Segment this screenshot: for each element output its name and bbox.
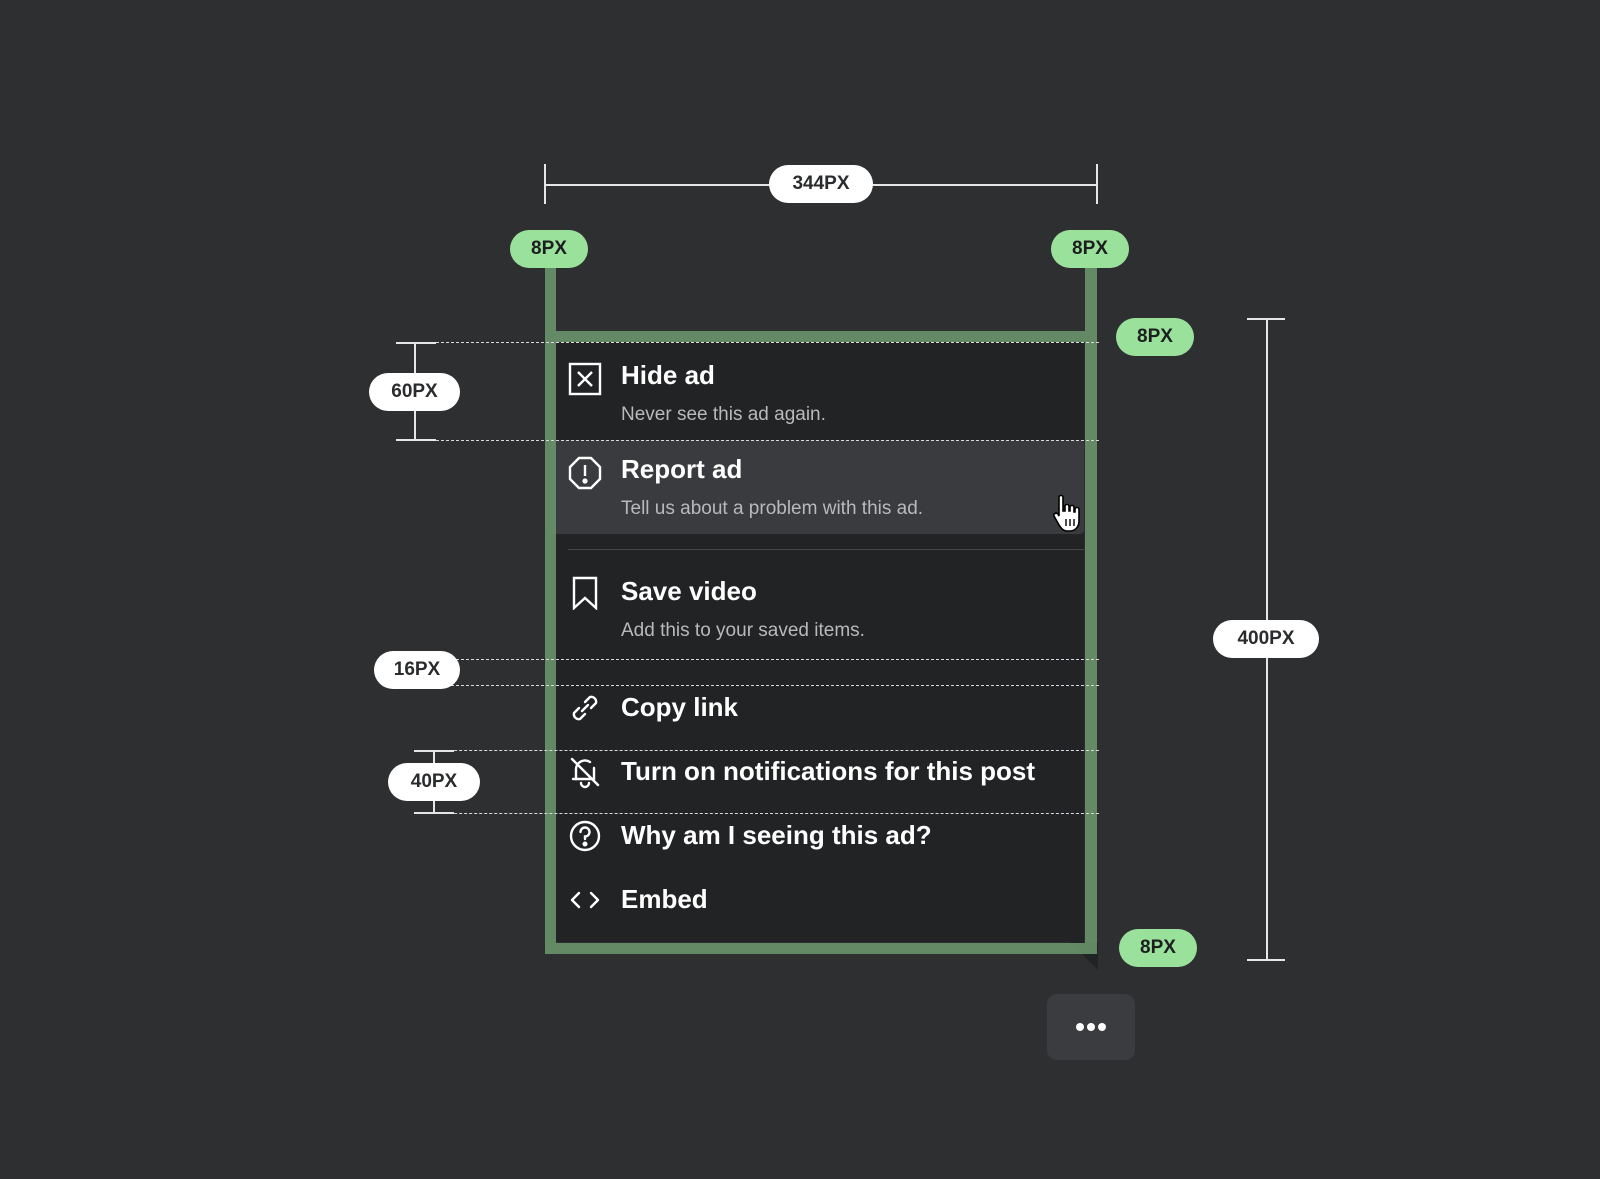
padding-top-badge: 8PX xyxy=(1116,318,1194,356)
more-options-button[interactable] xyxy=(1047,994,1135,1060)
large-item-measurement-badge: 60PX xyxy=(369,373,460,411)
menu-item-embed[interactable]: Embed xyxy=(551,868,1084,932)
height-measurement-badge: 400PX xyxy=(1213,620,1319,658)
height-dimension-cap-bottom xyxy=(1247,959,1285,961)
menu-item-description: Add this to your saved items. xyxy=(621,620,865,641)
small-item-measurement-badge: 40PX xyxy=(388,763,480,801)
menu-divider xyxy=(568,549,1084,550)
ad-options-menu: Hide ad Never see this ad again. Report … xyxy=(551,342,1084,942)
close-box-icon xyxy=(568,362,602,396)
small-item-dimension-cap-bottom xyxy=(414,812,454,814)
menu-item-title: Copy link xyxy=(621,692,739,722)
padding-bottom-badge: 8PX xyxy=(1119,929,1197,967)
alert-octagon-icon xyxy=(568,456,602,490)
menu-item-title: Hide ad xyxy=(621,360,715,390)
padding-top-overlay xyxy=(556,331,1085,342)
gap-measurement-badge: 16PX xyxy=(374,651,460,689)
padding-bottom-overlay xyxy=(556,943,1085,954)
menu-item-copy-link[interactable]: Copy link xyxy=(551,676,1084,740)
link-icon xyxy=(568,691,602,725)
menu-item-title: Embed xyxy=(621,884,708,914)
menu-item-why-this-ad[interactable]: Why am I seeing this ad? xyxy=(551,804,1084,868)
width-measurement-badge: 344PX xyxy=(769,165,873,203)
code-icon xyxy=(568,883,602,917)
guide-item-top xyxy=(396,342,1099,343)
guide-gap-top xyxy=(451,659,1099,660)
guide-small-top xyxy=(414,750,1099,751)
menu-item-save-video[interactable]: Save video Add this to your saved items. xyxy=(551,554,1084,652)
menu-item-title: Report ad xyxy=(621,454,743,484)
padding-left-overlay xyxy=(545,268,556,954)
small-item-dimension-cap-top xyxy=(414,750,454,752)
menu-item-title: Save video xyxy=(621,576,757,606)
height-dimension-cap-top xyxy=(1247,318,1285,320)
bell-off-icon xyxy=(568,755,602,789)
guide-gap-bottom xyxy=(451,685,1099,686)
menu-item-hide-ad[interactable]: Hide ad Never see this ad again. xyxy=(551,342,1084,440)
pointer-cursor-icon xyxy=(1053,494,1083,534)
menu-item-title: Turn on notifications for this post xyxy=(621,756,1036,786)
padding-right-overlay xyxy=(1085,268,1097,954)
menu-item-notifications[interactable]: Turn on notifications for this post xyxy=(551,740,1084,804)
menu-item-description: Tell us about a problem with this ad. xyxy=(621,498,924,519)
bookmark-icon xyxy=(568,576,602,610)
width-dimension-cap-left xyxy=(544,164,546,204)
menu-item-report-ad[interactable]: Report ad Tell us about a problem with t… xyxy=(551,440,1084,534)
question-circle-icon xyxy=(568,819,602,853)
menu-item-title: Why am I seeing this ad? xyxy=(621,820,932,850)
width-dimension-cap-right xyxy=(1096,164,1098,204)
large-item-dimension-cap-bottom xyxy=(396,439,436,441)
guide-small-bottom xyxy=(414,813,1099,814)
large-item-dimension-cap-top xyxy=(396,342,436,344)
guide-item-bottom xyxy=(396,440,1099,441)
padding-left-badge: 8PX xyxy=(510,230,588,268)
menu-item-description: Never see this ad again. xyxy=(621,404,826,425)
padding-right-badge: 8PX xyxy=(1051,230,1129,268)
